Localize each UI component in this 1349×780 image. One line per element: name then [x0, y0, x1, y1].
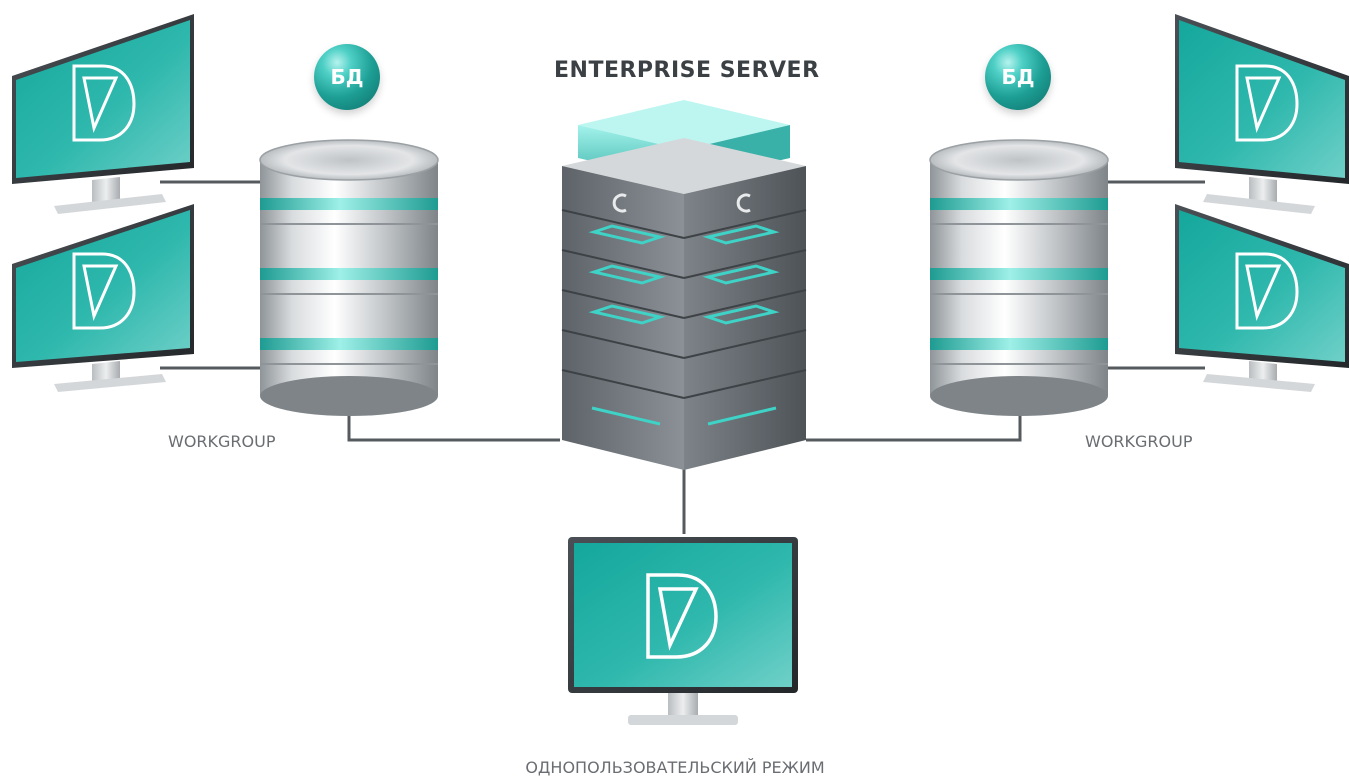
app-logo-icon — [646, 573, 718, 659]
server-icon — [561, 100, 807, 470]
workgroup-label-right: WORKGROUP — [1085, 432, 1193, 451]
monitor-icon — [12, 14, 194, 214]
app-logo-icon — [1235, 252, 1299, 330]
database-badge: БД — [985, 44, 1051, 110]
monitor-icon — [1175, 204, 1349, 392]
database-icon — [929, 139, 1109, 416]
database-badge: БД — [314, 44, 380, 110]
monitor-icon — [568, 537, 798, 725]
workgroup-label-left: WORKGROUP — [168, 432, 276, 451]
database-icon — [259, 139, 439, 416]
app-logo-icon — [72, 64, 136, 142]
single-user-mode-label: ОДНОПОЛЬЗОВАТЕЛЬСКИЙ РЕЖИМ — [525, 758, 825, 777]
app-logo-icon — [72, 252, 136, 330]
monitor-icon — [12, 204, 194, 392]
app-logo-icon — [1235, 64, 1299, 142]
monitor-icon — [1175, 14, 1349, 214]
diagram-title: ENTERPRISE SERVER — [554, 58, 820, 83]
